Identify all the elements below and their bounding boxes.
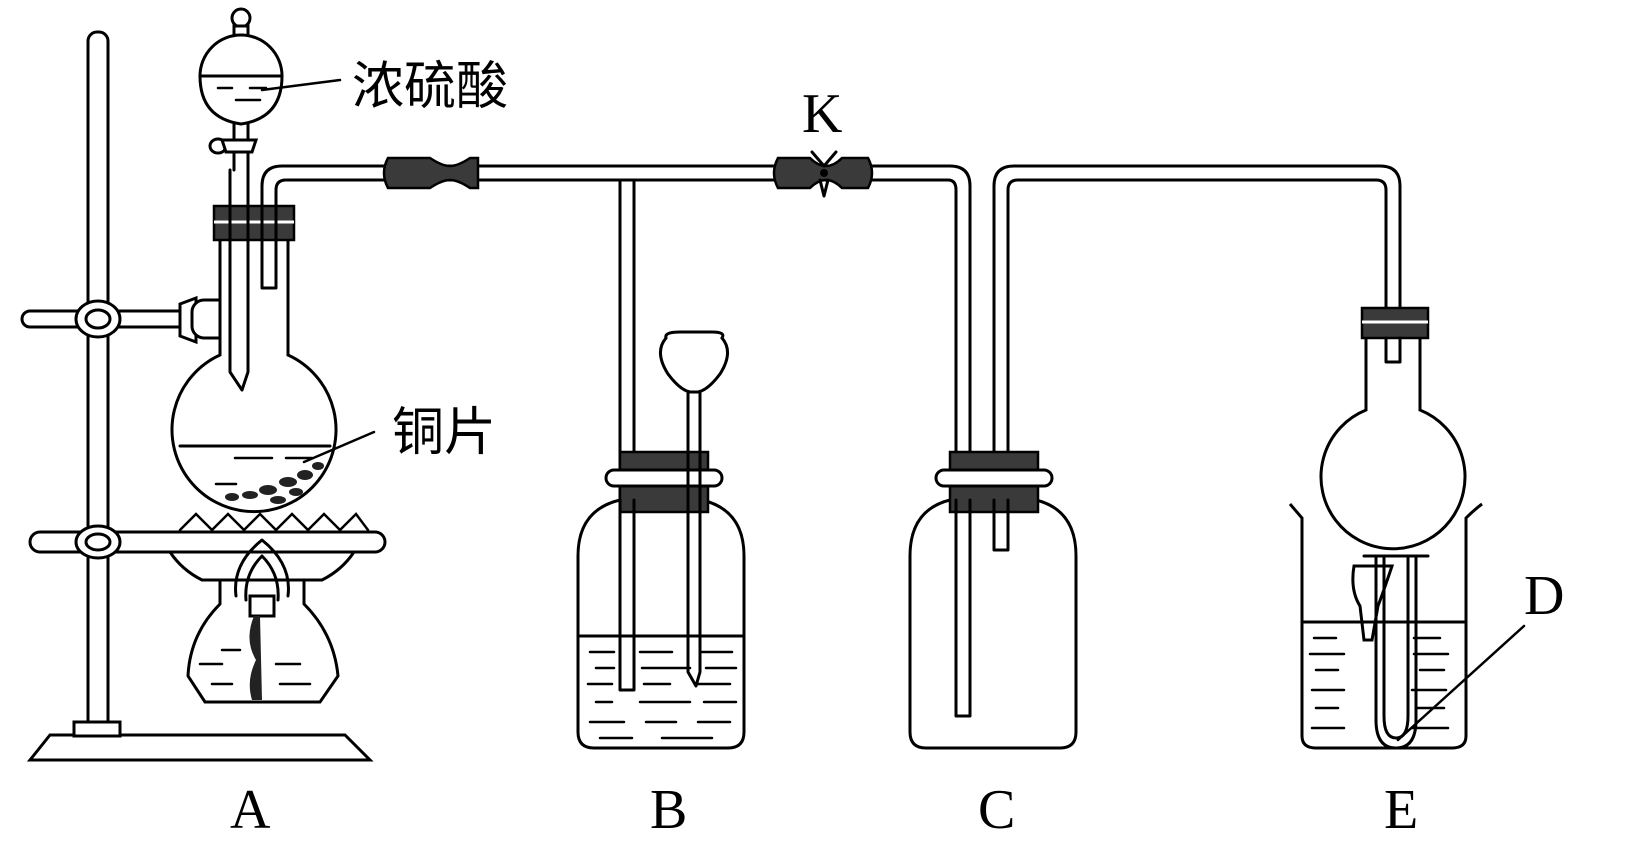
stand-rod xyxy=(86,30,110,734)
stand-base-foot xyxy=(72,720,122,738)
liquid-e xyxy=(1308,636,1450,730)
liquid-b xyxy=(586,650,738,740)
stand-base xyxy=(26,733,374,762)
bottle-c xyxy=(908,450,1078,750)
apparatus-e xyxy=(1288,306,1526,750)
wire-gauze xyxy=(178,512,370,532)
delivery-tubing xyxy=(260,150,1402,702)
separatory-funnel xyxy=(198,7,284,172)
test-tube-d xyxy=(1374,554,1418,750)
acid-pointer xyxy=(260,78,342,92)
copper-pieces xyxy=(225,462,324,504)
copper-label: 铜片 xyxy=(392,405,496,462)
pinch-clamp-k xyxy=(810,150,838,198)
label-a: A xyxy=(230,779,271,841)
label-c: C xyxy=(978,779,1015,841)
copper-pointer xyxy=(302,430,376,464)
acid-label: 浓硫酸 xyxy=(352,59,508,116)
apparatus-a xyxy=(20,7,387,762)
round-bottom-flask xyxy=(170,168,338,514)
alcohol-lamp xyxy=(167,538,357,704)
beaker xyxy=(1288,502,1483,750)
d-pointer xyxy=(1396,624,1526,742)
d-label: D xyxy=(1524,565,1564,627)
label-e: E xyxy=(1384,779,1418,841)
round-flask-e xyxy=(1319,328,1467,551)
clamp-k-label: K xyxy=(802,83,842,145)
bottle-b xyxy=(576,330,746,750)
rubber-connector xyxy=(382,156,480,190)
flame xyxy=(234,538,290,598)
label-b: B xyxy=(650,779,687,841)
